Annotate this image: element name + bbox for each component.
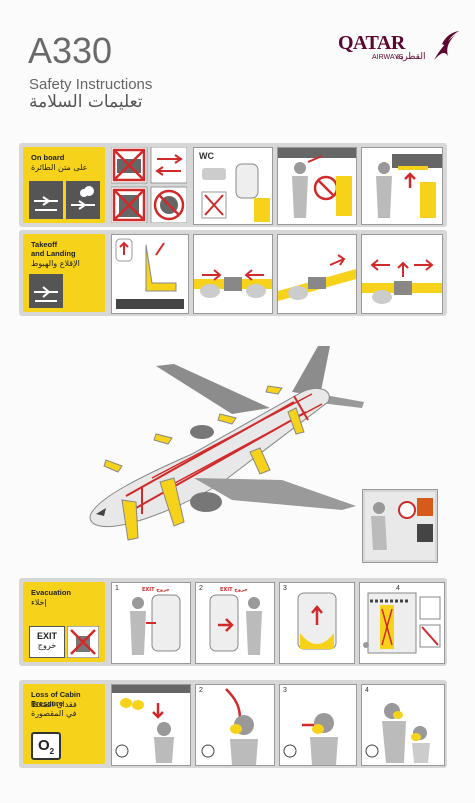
oxygen-badge: O2	[31, 732, 61, 760]
aircraft-exits-diagram	[89, 346, 364, 541]
wc-smoke-detector-icon	[201, 163, 270, 222]
seatbelt-tighten-icon	[278, 254, 356, 301]
pressure-step-3-number: 3	[283, 687, 287, 694]
evacuation-title-arabic: إخلاء	[31, 598, 47, 607]
oxygen-subscript: 2	[49, 747, 55, 756]
exit-sign-label: EXIT	[36, 631, 57, 641]
pressure-title-arabic: فقدان الضغط في المقصورة	[31, 700, 77, 718]
pict-seat-no-smoking	[277, 147, 357, 225]
panel-on-board: On board على متن الطائرة	[19, 143, 447, 227]
oxygen-mask-wear-icon	[283, 713, 338, 765]
oryx-icon	[434, 31, 459, 60]
logo-sub: AIRWAYS	[372, 54, 404, 61]
pict-belt-fasten	[193, 234, 273, 314]
seatbelt-release-icon	[362, 259, 442, 304]
exit-sign: EXIT خروج	[29, 626, 65, 658]
pict-belt-tighten	[277, 234, 357, 314]
no-baggage-icon	[67, 626, 99, 658]
oxygen-symbol: O	[37, 737, 50, 754]
label-evacuation: Evacuation إخلاء EXIT خروج	[23, 582, 105, 662]
pict-belt-release	[361, 234, 443, 314]
pict-mask-put-on: 3	[279, 684, 357, 766]
pict-mask-pull: 2	[195, 684, 275, 766]
oxygen-mask-help-child-icon	[365, 703, 430, 763]
smoke-crouch-icon	[365, 492, 435, 560]
pict-mask-help-others: 4	[361, 684, 445, 766]
label-loss-cabin-pressure: Loss of Cabin Pressure فقدان الضغط في ال…	[23, 684, 105, 764]
panel-takeoff-landing: Takeoff and Landing الإقلاع والهبوط	[19, 230, 447, 316]
exit-sign-label-arabic: خروج	[37, 641, 57, 650]
pict-mask-drop	[111, 684, 191, 766]
prohibited-icons	[111, 147, 187, 223]
pressure-step-2-number: 2	[199, 687, 203, 694]
label-on-board: On board على متن الطائرة	[23, 147, 105, 223]
cabin-crew-icon	[278, 148, 356, 218]
takeoff-title: Takeoff and Landing	[31, 240, 76, 258]
page-title: A330	[28, 30, 113, 71]
pict-seat-upright	[111, 234, 189, 314]
seat-upright-icon	[115, 238, 184, 309]
cruise-icons	[29, 181, 100, 219]
panel-evacuation: Evacuation إخلاء EXIT خروج 1 EXIT خروج	[19, 578, 447, 666]
seatbelt-fasten-icon	[194, 269, 272, 298]
prohibited-items-grid	[111, 147, 187, 223]
pict-evac-step-2: 2 EXIT خروج	[195, 582, 275, 664]
evac-step-3-number: 3	[283, 585, 287, 592]
logo-name: QATAR	[338, 32, 405, 54]
evac-step-2-number: 2	[199, 585, 203, 592]
logo-name-arabic: القطرية	[396, 52, 426, 62]
evac-step-1-number: 1	[115, 585, 119, 592]
pict-wc: WC	[193, 147, 273, 225]
evac-door-sign-2: EXIT خروج	[220, 587, 248, 593]
wc-label: WC	[199, 151, 214, 161]
page-subtitle: Safety Instructions	[29, 76, 153, 93]
oxygen-mask-pull-icon	[201, 688, 258, 765]
on-board-title-arabic: على متن الطائرة	[31, 163, 88, 172]
evacuation-title: Evacuation	[31, 588, 72, 597]
pressure-title: Loss of Cabin Pressure	[31, 690, 81, 708]
pressure-step-4-number: 4	[365, 687, 369, 694]
evac-door-sign-1: EXIT خروج	[142, 587, 170, 593]
evac-slide-icon	[297, 592, 337, 650]
pict-evac-step-3: 3	[279, 582, 355, 664]
qatar-airways-logo: QATAR AIRWAYS القطرية	[338, 31, 459, 68]
takeoff-title-arabic: الإقلاع والهبوط	[31, 259, 80, 268]
pict-evac-step-1: 1 EXIT خروج	[111, 582, 191, 664]
overhead-bin-icon	[376, 154, 442, 218]
evac-door-open-icon	[130, 594, 181, 655]
pict-overhead-bin	[361, 147, 443, 225]
panel-loss-cabin-pressure: Loss of Cabin Pressure فقدان الضغط في ال…	[19, 680, 447, 768]
on-board-title: On board	[31, 153, 65, 162]
evac-door-push-icon	[209, 594, 262, 655]
page-subtitle-arabic: تعليمات السلامة	[29, 92, 143, 112]
pict-floor-path-lighting	[362, 489, 438, 563]
label-takeoff-landing: Takeoff and Landing الإقلاع والهبوط	[23, 234, 105, 312]
evac-step-4-number: 4	[396, 585, 400, 592]
evac-jump-slide-icon	[363, 592, 441, 654]
takeoff-plane-icon	[29, 274, 63, 308]
pict-evac-step-4: 4	[359, 582, 445, 664]
oxygen-mask-drop-icon	[112, 685, 190, 763]
